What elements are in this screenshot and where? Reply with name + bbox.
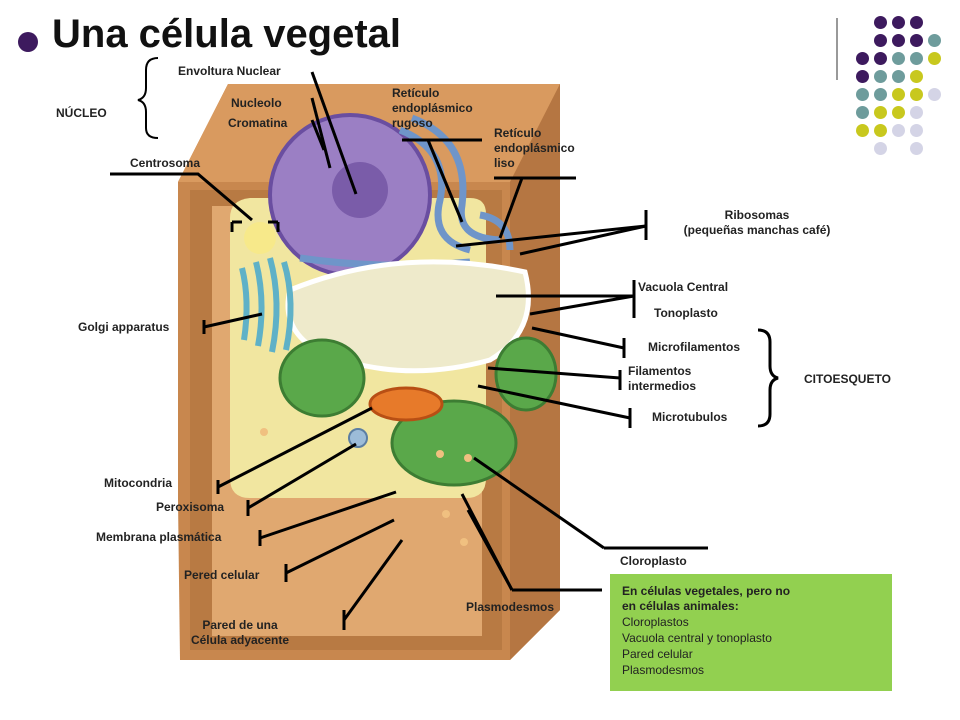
peroxisome (348, 428, 368, 448)
decorative-dot (910, 16, 923, 29)
mitochondrion (368, 386, 444, 422)
label-centrosoma: Centrosoma (130, 156, 201, 170)
decorative-dot (910, 106, 923, 119)
decorative-dot-grid (856, 16, 946, 156)
decorative-divider (836, 18, 838, 80)
decorative-dot (910, 142, 923, 155)
info-item: Vacuola central y tonoplasto (622, 631, 772, 645)
decorative-dot (874, 16, 887, 29)
label-golgi: Golgi apparatus (78, 320, 170, 334)
nucleus (268, 113, 432, 277)
nucleus-brace (137, 57, 159, 139)
decorative-dot (910, 70, 923, 83)
decorative-dot (892, 106, 905, 119)
decorative-dot (874, 88, 887, 101)
decorative-dot (892, 124, 905, 137)
decorative-dot (874, 34, 887, 47)
decorative-dot (856, 106, 869, 119)
label-plasmodesmos: Plasmodesmos (466, 600, 555, 614)
label-membrana-plasmatica: Membrana plasmática (96, 530, 222, 544)
pointer-lines (110, 71, 708, 630)
decorative-dot (856, 88, 869, 101)
plasmodesmata (260, 428, 472, 546)
label-pared-celular: Pered celular (184, 568, 260, 582)
decorative-dot (892, 52, 905, 65)
label-mitocondria: Mitocondria (104, 476, 172, 490)
decorative-dot (874, 106, 887, 119)
info-item: Plasmodesmos (622, 663, 705, 677)
decorative-dot (856, 124, 869, 137)
label-ribosomas: Ribosomas(pequeñas manchas café) (683, 208, 831, 237)
decorative-dot (910, 124, 923, 137)
decorative-dot (874, 142, 887, 155)
label-nucleo: NÚCLEO (56, 106, 107, 120)
label-vacuola-central: Vacuola Central (638, 280, 729, 294)
decorative-dot (874, 70, 887, 83)
label-envoltura-nuclear: Envoltura Nuclear (178, 64, 281, 78)
label-microfilamentos: Microfilamentos (648, 340, 741, 354)
label-peroxisoma: Peroxisoma (156, 500, 225, 514)
page-title: Una célula vegetal (52, 12, 402, 56)
decorative-dot (910, 52, 923, 65)
decorative-dot (874, 124, 887, 137)
decorative-dot (856, 70, 869, 83)
decorative-dot (856, 52, 869, 65)
label-nucleolo: Nucleolo (231, 96, 282, 110)
title-bullet (18, 32, 38, 52)
decorative-dot (892, 16, 905, 29)
golgi-apparatus (239, 257, 294, 353)
decorative-dot (892, 70, 905, 83)
label-microtubulos: Microtubulos (652, 410, 728, 424)
decorative-dot (928, 52, 941, 65)
decorative-dot (910, 34, 923, 47)
label-tonoplasto: Tonoplasto (654, 306, 718, 320)
label-citoesqueleto: CITOESQUETO (804, 372, 891, 386)
info-item: Cloroplastos (622, 615, 689, 629)
cytoskeleton-brace (757, 328, 779, 428)
decorative-dot (892, 88, 905, 101)
label-cloroplasto: Cloroplasto (620, 554, 687, 568)
centrosome (244, 222, 276, 254)
decorative-dot (874, 52, 887, 65)
decorative-dot (928, 34, 941, 47)
info-item: Pared celular (622, 647, 693, 661)
decorative-dot (928, 88, 941, 101)
decorative-dot (892, 34, 905, 47)
nucleolus (332, 162, 388, 218)
label-cromatina: Cromatina (228, 116, 288, 130)
decorative-dot (910, 88, 923, 101)
